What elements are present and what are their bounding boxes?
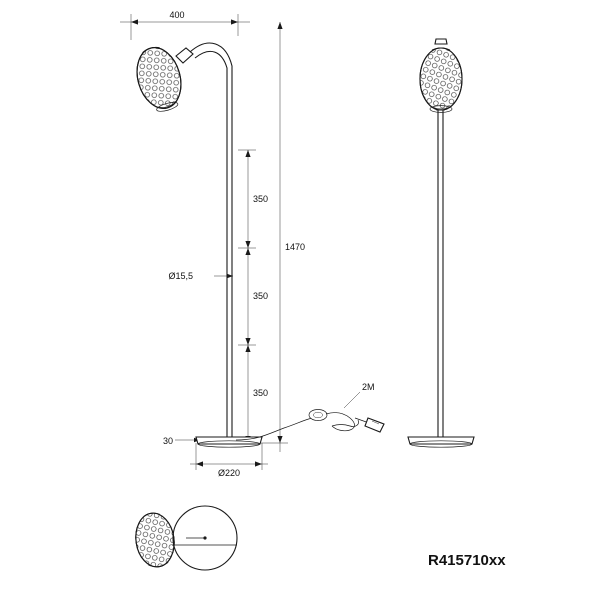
dim-base-thickness: 30	[163, 436, 173, 446]
inline-switch	[308, 409, 328, 421]
plug	[364, 417, 385, 433]
left-view-lamp	[136, 42, 385, 448]
dim-segment-middle: 350	[253, 291, 268, 301]
product-code: R415710xx	[428, 552, 506, 569]
dim-segment-upper: 350	[253, 194, 268, 204]
dim-reach-top: 400	[169, 10, 184, 20]
dim-segment-lower: 350	[253, 388, 268, 398]
dim-cable-length: 2M	[362, 382, 375, 392]
dim-base-diameter: Ø220	[218, 468, 240, 478]
dim-total-height: 1470	[285, 242, 305, 252]
right-view-lamp	[407, 38, 475, 448]
bottom-view	[135, 505, 238, 571]
left-view-dimension-lines	[120, 14, 361, 470]
dim-tube-diameter: Ø15,5	[168, 271, 193, 281]
